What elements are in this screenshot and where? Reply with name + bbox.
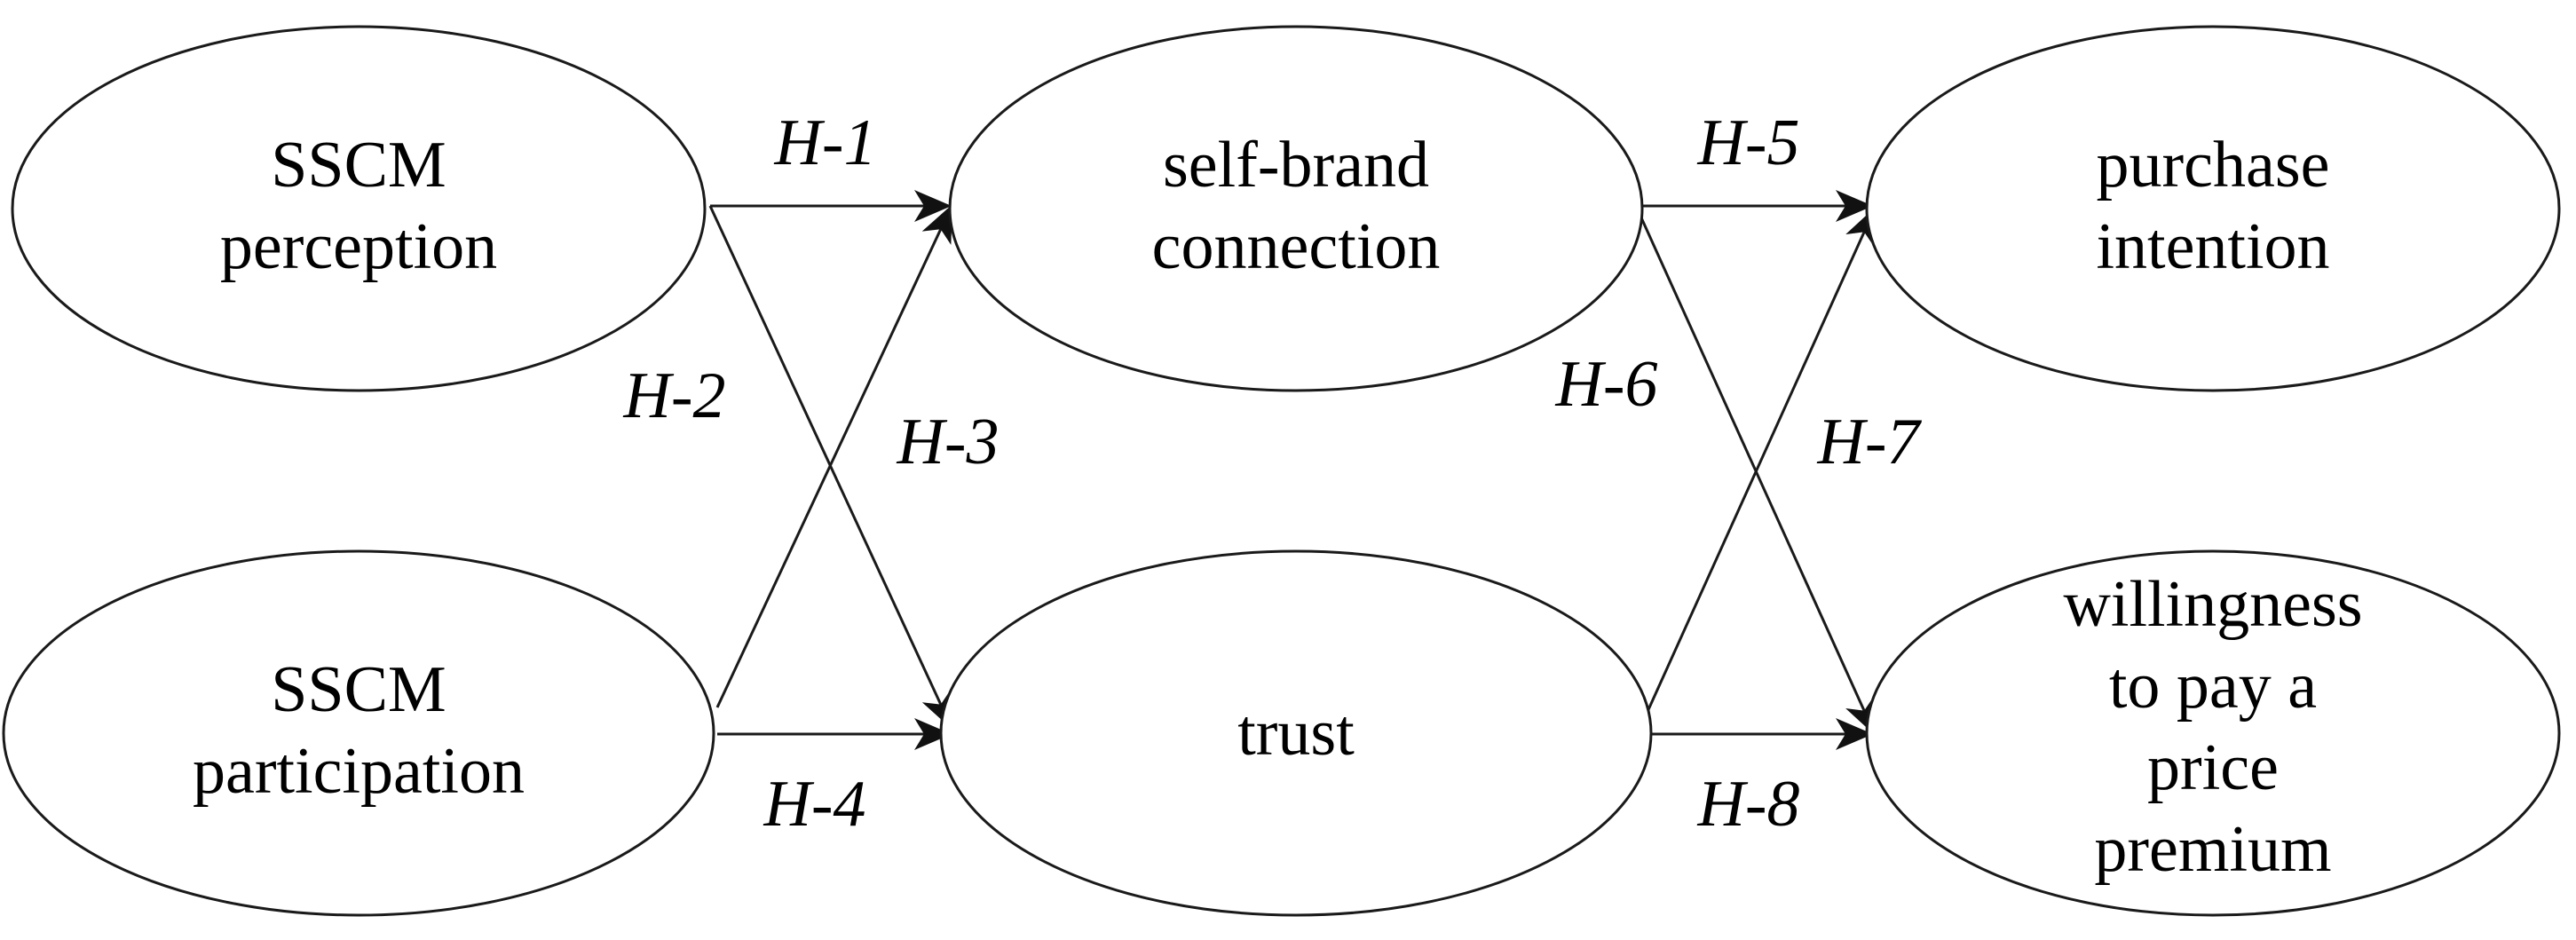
node-label-line: participation (193, 735, 525, 808)
node-ellipse (1865, 549, 2561, 917)
edge-label-h7: H-7 (1816, 406, 1922, 478)
edge-label-h1: H-1 (773, 107, 876, 179)
edge-label-h4: H-4 (763, 768, 865, 841)
node-label-line: willingness (2063, 568, 2362, 641)
node-label-line: connection (1152, 210, 1441, 283)
node-ellipse (2, 549, 715, 917)
edge-h3-arrow (715, 204, 953, 708)
edge-label-h2: H-2 (622, 359, 725, 432)
node-label-line: price (2147, 731, 2279, 804)
edge-label-h6: H-6 (1554, 348, 1657, 421)
node-label-line: to pay a (2109, 650, 2317, 723)
node-ellipse (939, 549, 1653, 917)
node-label-line: SSCM (271, 653, 446, 726)
node-label-line: trust (1237, 697, 1355, 770)
node-sscm-participation: SSCM participation (2, 549, 715, 917)
node-ellipse (1865, 25, 2561, 392)
edge-h7-arrow (1640, 207, 1877, 724)
node-label-line: premium (2094, 813, 2331, 886)
node-label-line: intention (2096, 210, 2329, 283)
node-ellipse (948, 25, 1644, 392)
edge-label-h8: H-8 (1696, 768, 1799, 841)
node-label-line: perception (220, 210, 497, 283)
node-willingness-to-pay: willingness to pay a price premium (1865, 549, 2561, 917)
node-self-brand-connection: self-brand connection (948, 25, 1644, 392)
node-label-line: purchase (2097, 129, 2330, 201)
node-ellipse (11, 25, 707, 392)
node-sscm-perception: SSCM perception (11, 25, 707, 392)
edges (708, 190, 1877, 750)
edge-label-h5: H-5 (1696, 107, 1799, 179)
node-trust: trust (939, 549, 1653, 917)
node-label-line: SSCM (271, 129, 446, 201)
edge-labels: H-1 H-2 H-3 H-4 H-5 H-6 H-7 H-8 (622, 107, 1922, 841)
edge-label-h3: H-3 (896, 406, 999, 478)
node-label-line: self-brand (1163, 129, 1429, 201)
node-purchase-intention: purchase intention (1865, 25, 2561, 392)
